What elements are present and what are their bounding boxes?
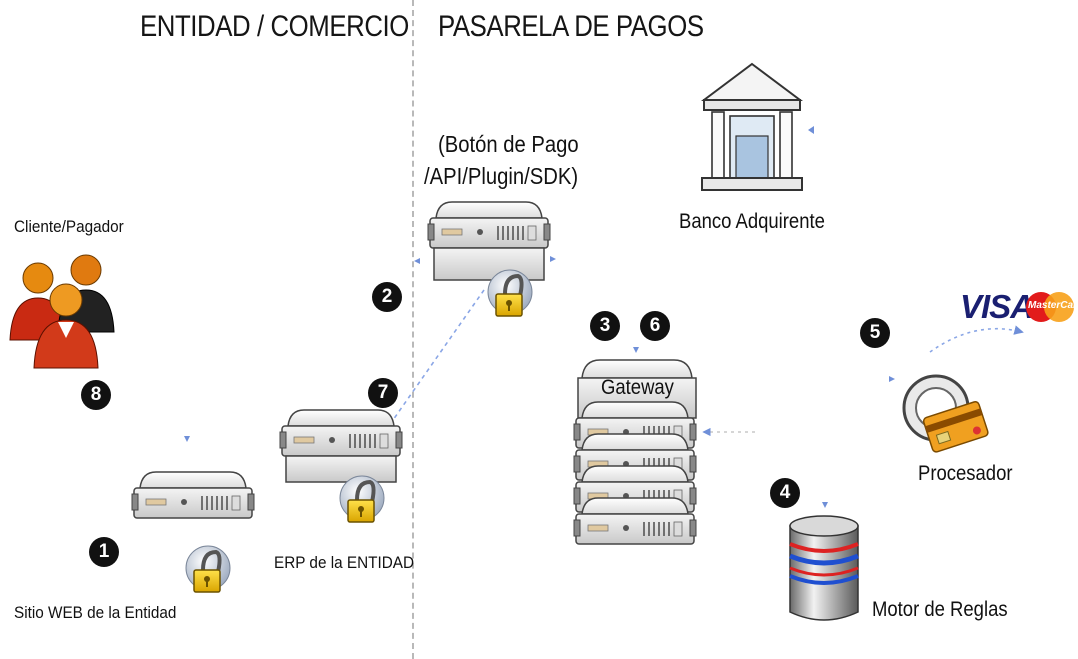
step-5-badge: 5 — [860, 318, 890, 348]
web-padlock-icon — [184, 544, 232, 594]
label-boton-pago-line2: /API/Plugin/SDK) — [424, 163, 579, 189]
label-procesador: Procesador — [918, 462, 1013, 485]
label-banco: Banco Adquirente — [679, 210, 825, 233]
step-6-badge: 6 — [640, 311, 670, 341]
card-processor-icon — [902, 374, 989, 453]
label-boton-pago-line1: (Botón de Pago — [438, 131, 579, 157]
label-motor-reglas: Motor de Reglas — [872, 598, 1008, 621]
arrow-marker-bank — [808, 126, 814, 134]
arrow-marker-button-right — [550, 256, 556, 262]
step-3-badge: 3 — [590, 311, 620, 341]
arrow-marker-button-left — [414, 258, 420, 264]
mastercard-logo: MasterCard — [1026, 292, 1078, 322]
payment-button-server-icon — [427, 201, 551, 281]
erp-server-icon — [279, 409, 403, 483]
step-1-badge: 1 — [89, 537, 119, 567]
database-icon — [789, 515, 859, 621]
bank-icon — [701, 62, 803, 191]
section-title-entidad: ENTIDAD / COMERCIO — [140, 10, 409, 43]
section-divider — [412, 0, 414, 659]
arrow-marker-processor — [889, 376, 895, 382]
arrow-marker-rules — [822, 502, 828, 508]
step-8-badge: 8 — [81, 380, 111, 410]
arrow-marker-client — [184, 436, 190, 442]
label-erp: ERP de la ENTIDAD — [274, 553, 415, 572]
visa-logo: VISA — [960, 288, 1034, 325]
mastercard-logo-text: MasterCard — [1028, 300, 1078, 311]
web-server-icon — [131, 471, 255, 519]
section-title-pasarela: PASARELA DE PAGOS — [438, 10, 704, 43]
step-2-badge: 2 — [372, 282, 402, 312]
erp-padlock-icon — [338, 474, 386, 524]
arrow-marker-gateway — [633, 347, 639, 353]
label-cliente-pagador: Cliente/Pagador — [14, 217, 124, 236]
connector-processor-card — [929, 325, 1024, 353]
gateway-unit-4 — [573, 497, 697, 545]
user-group-icon — [9, 254, 115, 369]
step-7-badge: 7 — [368, 378, 398, 408]
step-4-badge: 4 — [770, 478, 800, 508]
label-gateway: Gateway — [601, 376, 674, 399]
gateway-server-stack-icon — [573, 359, 697, 545]
payment-button-padlock-icon — [486, 268, 534, 318]
label-sitio-web: Sitio WEB de la Entidad — [14, 603, 177, 622]
